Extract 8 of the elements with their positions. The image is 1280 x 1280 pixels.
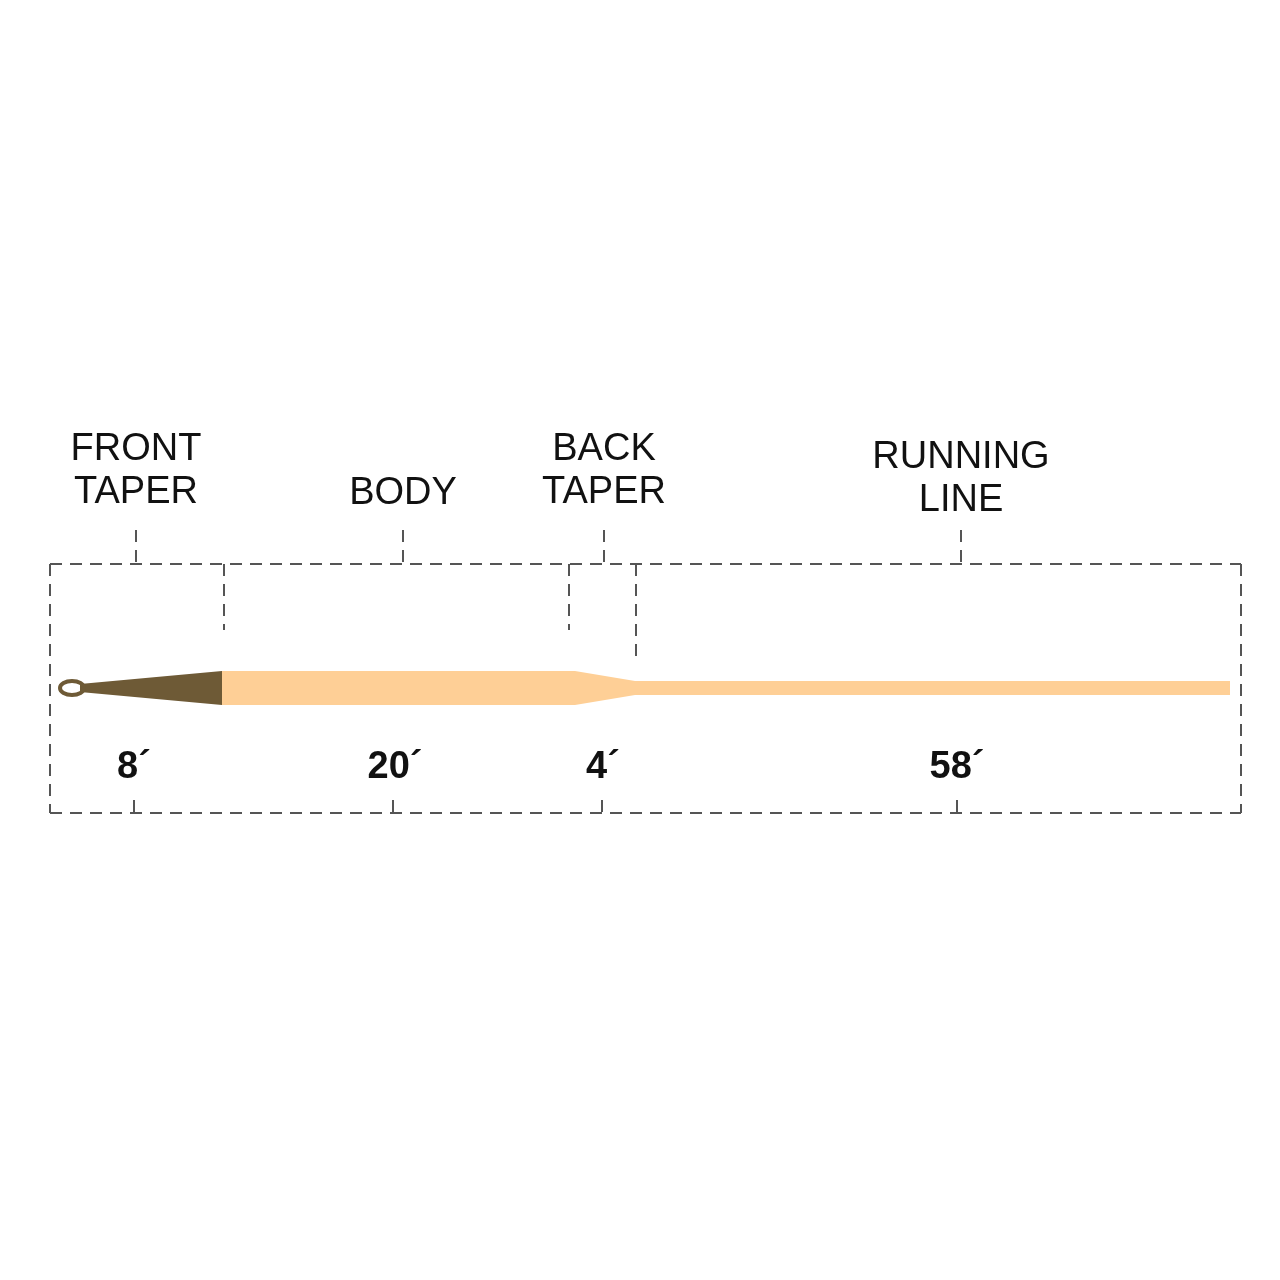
dimension-value: 8´ — [116, 744, 152, 787]
dimension-value: 20´ — [366, 744, 424, 787]
dimension-value: 58´ — [928, 744, 986, 787]
section-label: BACK TAPER — [541, 426, 667, 512]
section-label: FRONT TAPER — [69, 426, 203, 512]
dimension-value: 4´ — [585, 744, 621, 787]
section-label: RUNNING LINE — [871, 434, 1051, 520]
section-label: BODY — [348, 470, 458, 513]
